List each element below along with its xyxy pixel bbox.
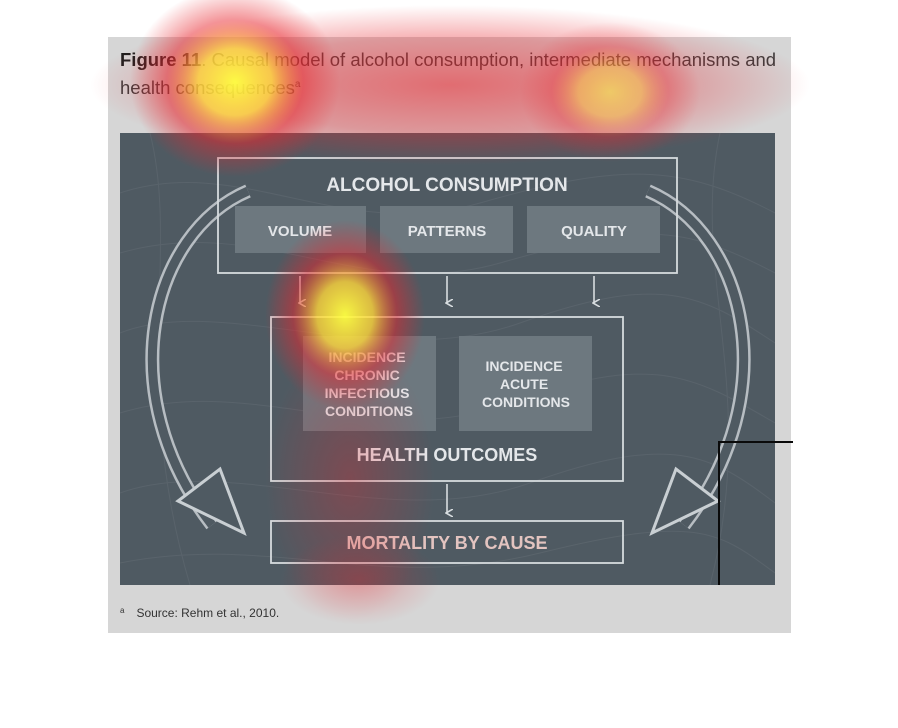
volume-label: VOLUME [268, 223, 332, 240]
alcohol-consumption-title: ALCOHOL CONSUMPTION [326, 175, 567, 196]
health-outcomes-title: HEALTH OUTCOMES [357, 445, 538, 465]
callout-bracket [718, 441, 793, 585]
figure-footnote: a Source: Rehm et al., 2010. [120, 606, 279, 620]
acute-conditions-box [459, 336, 592, 431]
patterns-label: PATTERNS [408, 223, 487, 240]
right-feedback-arrow [645, 184, 751, 536]
figure-caption: Figure 11. Causal model of alcohol consu… [120, 47, 785, 100]
acute-conditions-label: INCIDENCE ACUTE CONDITIONS [482, 358, 570, 410]
causal-model-diagram: ALCOHOL CONSUMPTION VOLUME PATTERNS QUAL… [120, 133, 775, 585]
quality-box [527, 206, 660, 253]
quality-label: QUALITY [561, 223, 627, 240]
footnote-text: Source: Rehm et al., 2010. [136, 606, 280, 620]
mortality-title: MORTALITY BY CAUSE [346, 533, 547, 553]
figure-label: Figure 11 [120, 49, 202, 70]
caption-footnote-marker: a [294, 79, 301, 90]
left-feedback-arrow [145, 184, 251, 536]
figure-title: . Causal model of alcohol consumption, i… [120, 49, 777, 99]
footnote-marker: a [120, 606, 125, 615]
